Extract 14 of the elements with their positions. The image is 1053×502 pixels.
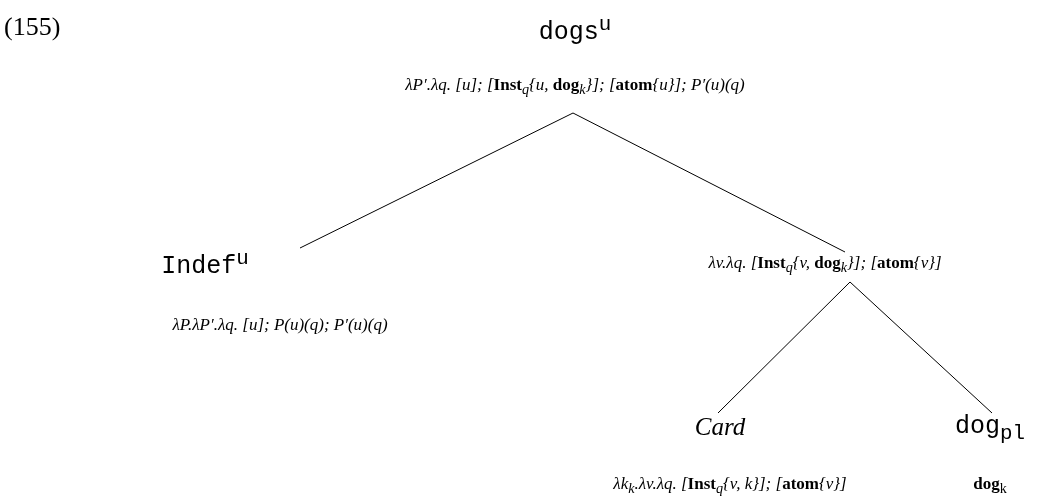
semantic-formula: dog$_{k}$ xyxy=(973,475,1007,497)
semantic-formula: λv.λq. [Inst$_{q}${v, dog$_{k}$}]; [atom{v}] xyxy=(708,254,942,276)
semantic-formula: λk$_{k}$.λv.λq. [Inst$_{q}${v, k}]; [atom{v}] xyxy=(613,475,847,497)
tree-branch-line xyxy=(849,281,993,414)
semantic-formula: λP′.λq. [u]; [Inst$_{q}${u, dog$_{k}$}]; [atom{u}]; P′(u)(q) xyxy=(405,76,745,98)
tree-node-label: dogs$^{u}$ xyxy=(538,14,612,47)
tree-branch-line xyxy=(572,112,846,253)
tree-branch-line xyxy=(299,112,574,249)
tree-node-label: Indef$^{u}$ xyxy=(161,248,249,281)
example-number: (155) xyxy=(4,12,61,42)
tree-branch-line xyxy=(717,281,851,414)
semantic-formula: λP.λP′.λq. [u]; P(u)(q); P′(u)(q) xyxy=(172,316,388,335)
tree-node-label: dog$_{pl}$ xyxy=(955,413,1025,446)
tree-node-label: Card xyxy=(694,413,746,441)
